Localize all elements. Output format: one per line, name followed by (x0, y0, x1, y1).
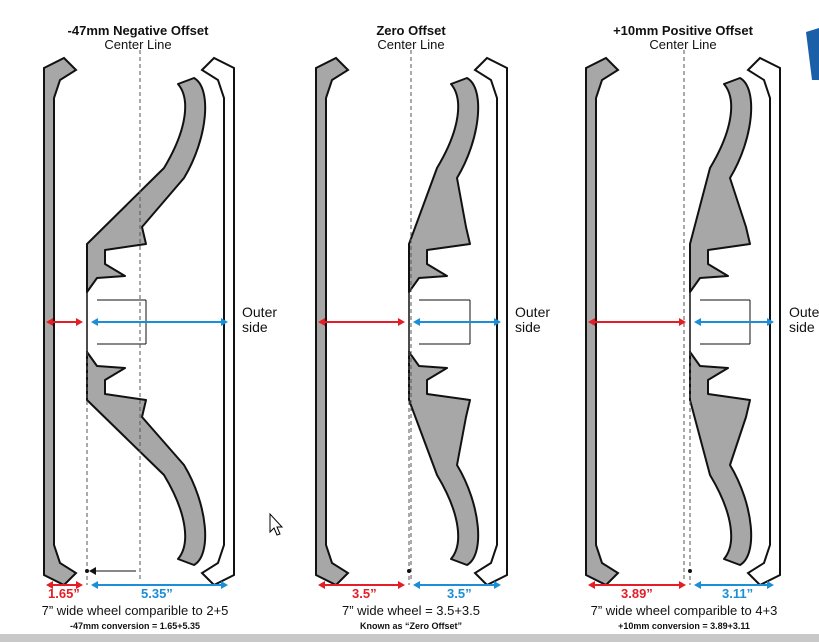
wheel-2-inner-dim-arrow-head-left (588, 581, 595, 589)
wheel-0-inner-arrow-head-left (46, 318, 53, 326)
center-line-label: Center Line (377, 37, 445, 52)
wheel-2-inner-arrow-head-right (679, 318, 686, 326)
wheel-0-disc-lower (86, 351, 207, 566)
window-bottom-edge (0, 634, 819, 642)
panel-title: +10mm Positive Offset (613, 23, 753, 38)
wheel-0-outer-arrow-head-left (91, 318, 98, 326)
wheel-0-mount-dot (85, 569, 89, 573)
wheel-1-outer-arrow-head-right (494, 318, 501, 326)
wheel-0-disc-upper (86, 77, 207, 293)
wheel-1-disc-lower (408, 351, 480, 566)
panel-title: Zero Offset (376, 23, 446, 38)
center-line-label: Center Line (104, 37, 172, 52)
wheel-1-disc-upper (408, 77, 480, 293)
wheel-2-outer-arrow-head-left (694, 318, 701, 326)
wheel-0-outer-dim-arrow-head-right (221, 581, 228, 589)
wheel-2-disc-lower (689, 351, 753, 566)
wheel-1-inner-arrow-head-left (318, 318, 325, 326)
inner-measure-value: 1.65” (48, 586, 80, 601)
outer-measure-value: 3.11” (722, 586, 754, 601)
outer-side-label: Outer side (515, 304, 551, 335)
outer-side-label: Outer side (242, 304, 278, 335)
wheel-2-outer-dim-arrow-head-right (767, 581, 774, 589)
wheel-0-outer-arrow-head-right (221, 318, 228, 326)
wheel-2-outer-arrow-head-right (767, 318, 774, 326)
outer-side-label: Outer side (789, 304, 819, 335)
wheel-0-outer-dim-arrow-head-left (91, 581, 98, 589)
mouse-cursor-icon (269, 512, 284, 536)
wheel-2-inner-dim-arrow-head-right (679, 581, 686, 589)
panel-negative-offset: -47mm Negative Offset Center Line (8, 0, 268, 642)
panel-positive-offset: +10mm Positive Offset Center Line (553, 0, 813, 642)
wheel-0-outer-lip (200, 56, 235, 587)
center-line-label: Center Line (649, 37, 717, 52)
wheel-0-inner-dim-arrow-head-left (46, 581, 53, 589)
caption-zero: 7” wide wheel = 3.5+3.5 Known as “Zero O… (341, 603, 481, 631)
wheel-1-inner-dim-arrow-head-left (318, 581, 325, 589)
panel-zero-offset: Zero Offset Center Line (281, 0, 541, 642)
wheel-1-outer-dim-arrow-head-right (494, 581, 501, 589)
caption-negative: 7” wide wheel comparible to 2+5 -47mm co… (41, 603, 229, 631)
wheel-2-mount-dot (688, 569, 692, 573)
panel-title: -47mm Negative Offset (67, 23, 209, 38)
wheel-1-outer-dim-arrow-head-left (413, 581, 420, 589)
wheel-0-inner-flange (43, 56, 78, 587)
inner-measure-value: 3.89” (621, 586, 653, 601)
inner-measure-value: 3.5” (352, 586, 377, 601)
wheel-0-inner-arrow-head-right (76, 318, 83, 326)
wheel-1-mount-dot (407, 569, 411, 573)
outer-measure-value: 5.35” (141, 586, 173, 601)
brand-logo-fragment (806, 28, 819, 80)
wheel-2-inner-arrow-head-left (588, 318, 595, 326)
outer-measure-value: 3.5” (447, 586, 472, 601)
wheel-1-outer-lip (473, 56, 508, 587)
caption-positive: 7” wide wheel comparible to 4+3 +10mm co… (590, 603, 778, 631)
wheel-1-outer-arrow-head-left (413, 318, 420, 326)
wheel-1-inner-flange (315, 56, 350, 587)
wheel-0-inner-dim-arrow-head-right (76, 581, 83, 589)
wheel-1-inner-arrow-head-right (398, 318, 405, 326)
wheel-2-inner-flange (585, 56, 620, 587)
wheel-2-outer-lip (746, 56, 781, 587)
wheel-2-outer-dim-arrow-head-left (694, 581, 701, 589)
wheel-2-disc-upper (689, 77, 753, 293)
wheel-1-inner-dim-arrow-head-right (398, 581, 405, 589)
offset-indicator-head (89, 567, 96, 575)
